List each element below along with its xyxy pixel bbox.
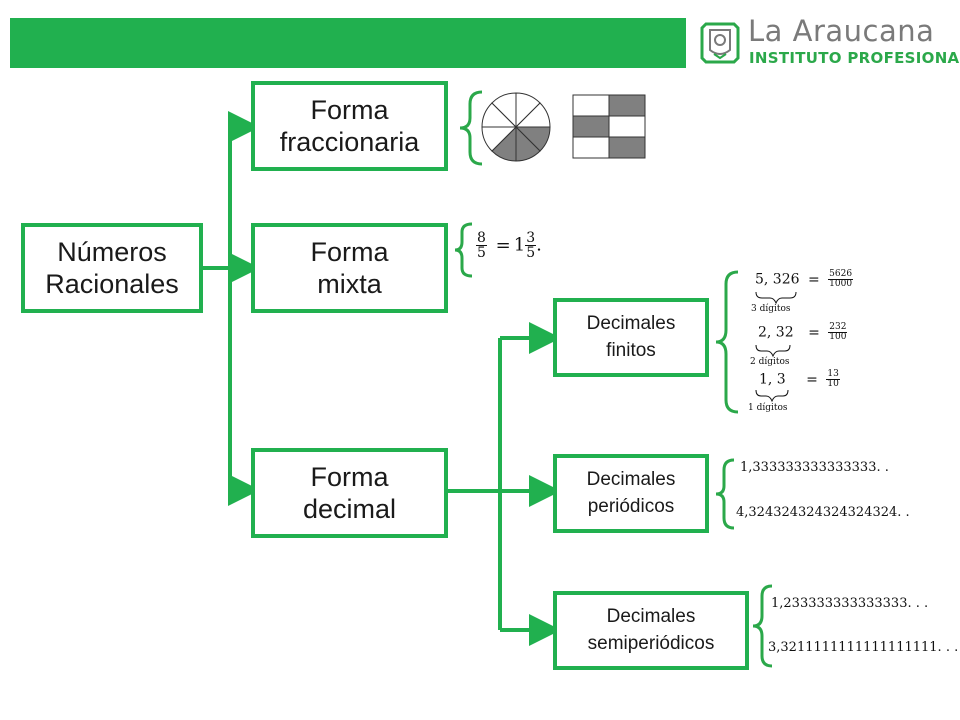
mixed-num: 8 [476, 230, 487, 246]
finite-under-1: 3 dígitos [751, 304, 791, 314]
logo-subtitle: INSTITUTO PROFESIONAL [749, 49, 960, 67]
node-finite-line1: Decimales [586, 312, 676, 334]
logo: La Araucana INSTITUTO PROFESIONAL [698, 14, 960, 70]
node-semiperiodic-line1: Decimales [606, 605, 696, 627]
finite-decimal-2: 2, 32 [758, 324, 794, 341]
logo-name: La Araucana [748, 14, 935, 48]
node-mixed-line1: Forma [310, 236, 389, 267]
node-semiperiodic-line2: semiperiódicos [587, 632, 715, 654]
finite-den-2: 100 [829, 332, 847, 342]
finite-num-1: 5626 [828, 269, 854, 280]
underbrace-1 [755, 291, 797, 305]
node-decimales-semiperiodicos: Decimales semiperiódicos [553, 591, 749, 670]
finite-den-3: 10 [827, 379, 839, 389]
underbrace-3 [755, 389, 789, 403]
node-fractional-line2: fraccionaria [279, 127, 420, 157]
node-mixed-line2: mixta [317, 269, 382, 299]
periodic-example-2: 4,324324324324324324. . [736, 505, 910, 520]
logo-emblem-icon [700, 22, 740, 64]
node-periodic-line1: Decimales [586, 468, 676, 490]
node-root-line1: Números [57, 236, 167, 267]
semiperiodic-example-1: 1,233333333333333. . . [771, 596, 929, 611]
brace-mixed [454, 222, 473, 278]
mixed-whole: 1 [513, 234, 526, 256]
node-finite-line2: finitos [606, 339, 656, 361]
mixed-dot: . [536, 234, 542, 256]
semiperiodic-example-2: 3,3211111111111111111. . . [768, 640, 959, 655]
brace-semiperiodic [752, 584, 773, 668]
finite-decimal-3: 1, 3 [759, 371, 786, 388]
node-periodic-line2: periódicos [587, 495, 675, 517]
mixed-den2: 5 [526, 245, 536, 261]
periodic-example-1: 1,333333333333333. . [740, 460, 889, 475]
mixed-num2: 3 [525, 230, 537, 246]
node-decimales-finitos: Decimales finitos [553, 298, 709, 377]
node-fractional-line1: Forma [310, 94, 389, 125]
node-root-line2: Racionales [45, 269, 179, 299]
underbrace-2 [755, 344, 791, 358]
mixed-eq: = [495, 234, 511, 256]
finite-under-3: 1 dígitos [748, 403, 788, 413]
node-decimales-periodicos: Decimales periódicos [553, 454, 709, 533]
brace-periodic [715, 458, 735, 530]
finite-decimal-1: 5, 326 [755, 271, 800, 288]
brace-fractional [459, 90, 483, 166]
finite-den-1: 1000 [829, 279, 853, 289]
node-decimal-line1: Forma [310, 461, 389, 492]
node-decimal-line2: decimal [302, 494, 397, 524]
header-bar [10, 18, 686, 68]
finite-num-3: 13 [826, 369, 840, 380]
finite-under-2: 2 dígitos [750, 357, 790, 367]
brace-finite [715, 270, 739, 414]
pie-fraction-icon [481, 92, 551, 162]
grid-fraction-icon [572, 94, 646, 159]
finite-num-2: 232 [828, 322, 848, 333]
mixed-den: 5 [477, 245, 486, 261]
